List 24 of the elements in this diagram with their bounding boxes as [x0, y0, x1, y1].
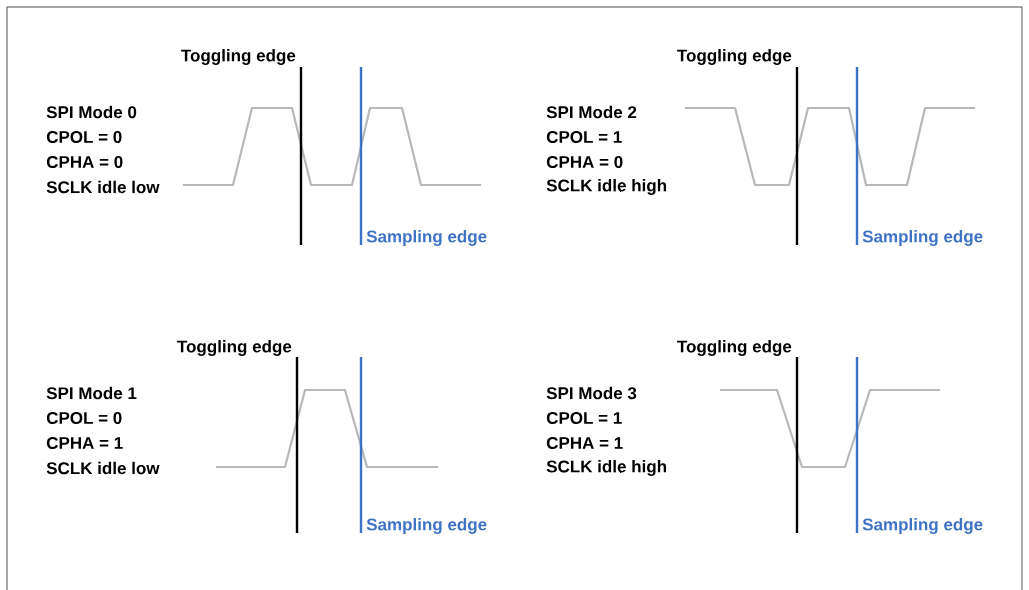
line-caption: Sampling edge [366, 230, 487, 246]
mode-title: SPI Mode 0 [46, 105, 137, 119]
mode-title: SPI Mode 2 [546, 105, 637, 119]
line-caption: Toggling edge [677, 340, 792, 356]
line-caption: Sampling edge [366, 518, 487, 534]
mode-setting: CPHA = 0 [546, 156, 623, 168]
line-caption: Toggling edge [677, 49, 792, 65]
line-caption: Sampling edge [862, 518, 983, 534]
mode-setting: CPOL = 0 [46, 131, 122, 143]
mode-setting: CPOL = 0 [46, 412, 122, 424]
mode-setting: CPHA = 0 [46, 156, 123, 168]
mode-setting: SCLK idle high [546, 460, 667, 476]
mode-title: SPI Mode 1 [46, 386, 137, 400]
line-caption: Sampling edge [862, 230, 983, 246]
mode-setting: SCLK idle low [46, 180, 160, 194]
mode-setting: CPHA = 1 [46, 437, 123, 449]
mode-setting: CPOL = 1 [546, 131, 622, 143]
mode-setting: CPHA = 1 [546, 437, 623, 449]
mode-setting: CPOL = 1 [546, 412, 622, 424]
mode-title: SPI Mode 3 [546, 386, 637, 400]
line-caption: Toggling edge [177, 340, 292, 356]
mode-setting: SCLK idle high [546, 179, 667, 195]
line-caption: Toggling edge [181, 49, 296, 65]
mode-setting: SCLK idle low [46, 461, 160, 475]
